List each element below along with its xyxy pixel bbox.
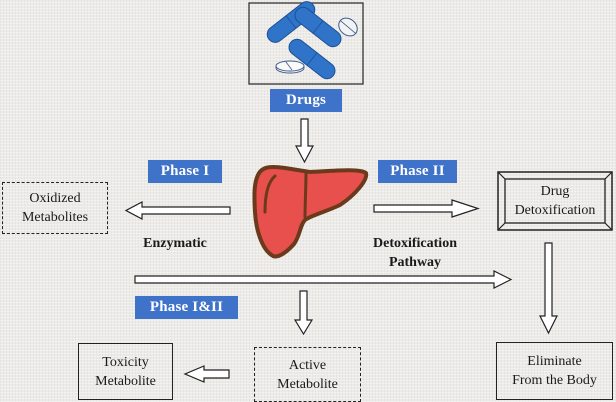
drug-detox-frame xyxy=(497,171,613,231)
drug-detoxification-node: Drug Detoxification xyxy=(514,184,596,218)
phase12-label: Phase I&II xyxy=(135,296,238,319)
oxidized-metabolites-node: Oxidized Metabolites xyxy=(2,182,108,234)
phase2-label: Phase II xyxy=(378,160,457,183)
arrow-active-to-toxicity xyxy=(183,365,230,383)
phase1-label: Phase I xyxy=(148,160,222,183)
arrow-liver-to-detox xyxy=(373,199,480,218)
arrow-detox-to-eliminate xyxy=(539,242,558,335)
arrow-pathway xyxy=(134,270,513,289)
arrow-drugs-to-liver xyxy=(295,118,314,164)
drugs-label: Drugs xyxy=(270,89,342,112)
active-metabolite-node: Active Metabolite xyxy=(254,347,361,402)
arrow-to-active-metabolite xyxy=(293,290,314,336)
pills-icon xyxy=(266,1,358,80)
liver-icon xyxy=(252,164,369,259)
arrow-liver-to-oxidized xyxy=(124,201,231,220)
toxicity-metabolite-node: Toxicity Metabolite xyxy=(78,343,173,400)
eliminate-node: Eliminate From the Body xyxy=(496,342,613,400)
enzymatic-annotation: Enzymatic xyxy=(143,236,207,251)
detox-pathway-annotation: Detoxification Pathway xyxy=(373,236,457,270)
